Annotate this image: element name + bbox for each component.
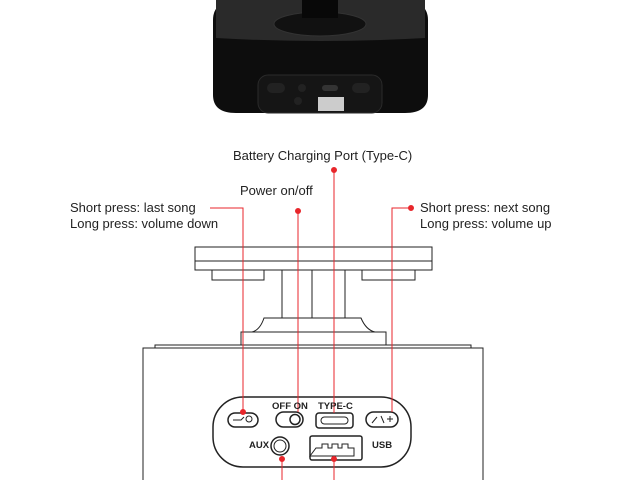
power-switch[interactable] xyxy=(275,411,304,428)
typec-label: TYPE-C xyxy=(318,401,353,412)
speaker-line-drawing xyxy=(142,246,484,480)
callout-right-short: Short press: next song xyxy=(420,200,551,215)
aux-label: AUX xyxy=(249,440,270,451)
callout-left-short: Short press: last song xyxy=(70,200,196,215)
switch-label: OFF ON xyxy=(272,401,308,412)
callout-right-long: Long press: volume up xyxy=(420,216,552,231)
usb-label: USB xyxy=(372,440,393,451)
aux-jack xyxy=(270,436,290,456)
speaker-photo xyxy=(213,0,428,114)
typec-port xyxy=(315,412,354,429)
callout-lines xyxy=(210,167,414,480)
callout-power: Power on/off xyxy=(240,183,313,198)
next-button[interactable] xyxy=(365,411,399,428)
control-panel xyxy=(212,396,412,468)
callout-charging-port: Battery Charging Port (Type-C) xyxy=(233,148,413,163)
callout-left-long: Long press: volume down xyxy=(70,216,219,231)
prev-button[interactable] xyxy=(227,412,259,428)
